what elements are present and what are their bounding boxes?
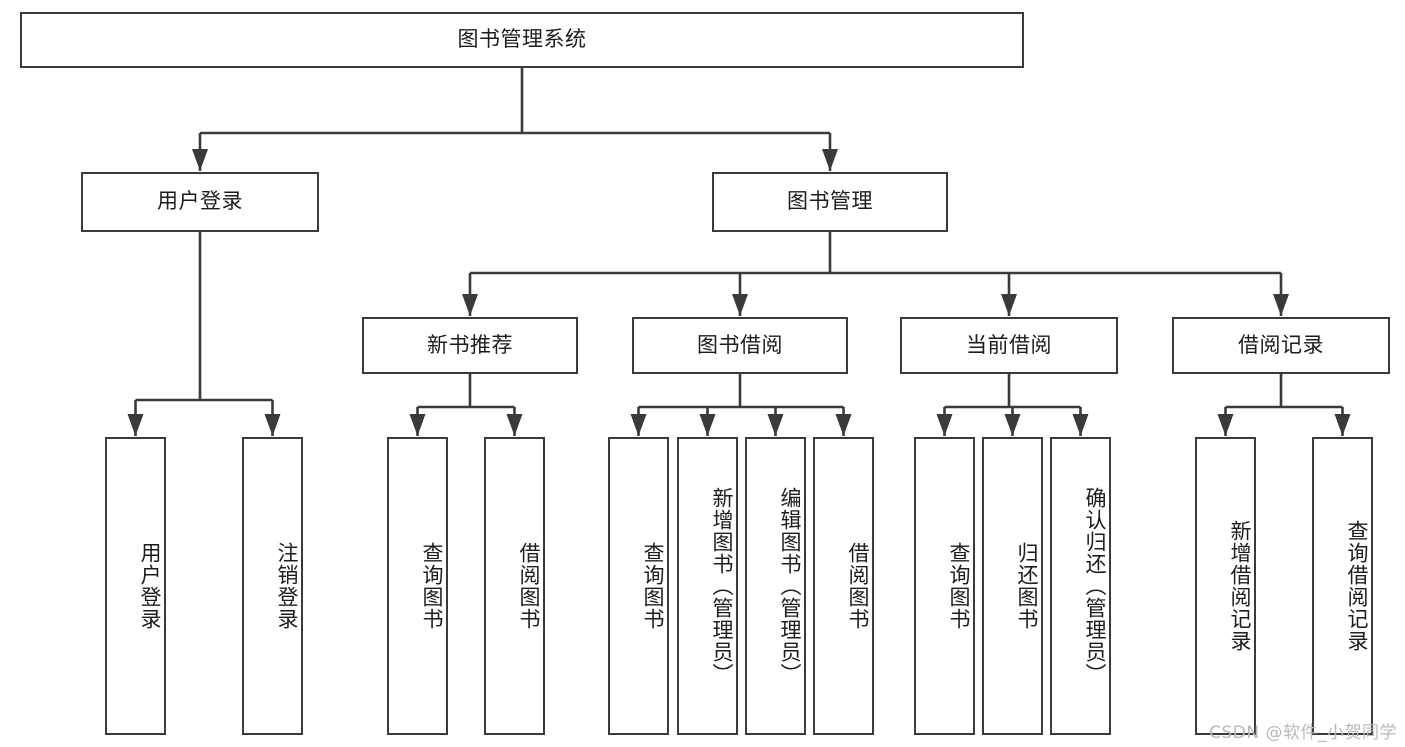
edge-arrowhead <box>630 414 647 436</box>
node-label: 查询借阅记录 <box>1345 520 1369 652</box>
node-leaf-cb-return[interactable]: 归还图书 <box>982 437 1043 735</box>
node-label: 用户登录 <box>138 542 162 630</box>
node-leaf-user-logout[interactable]: 注销登录 <box>242 437 303 735</box>
node-leaf-bb-borrow[interactable]: 借阅图书 <box>813 437 874 735</box>
edge-arrowhead <box>822 149 838 171</box>
node-label: 借阅图书 <box>846 542 870 630</box>
node-leaf-cb-confirm[interactable]: 确认归还（管理员） <box>1050 437 1111 735</box>
node-label: 确认归还（管理员） <box>1083 487 1107 685</box>
node-user-login[interactable]: 用户登录 <box>81 172 319 232</box>
edge-arrowhead <box>409 414 426 436</box>
node-leaf-br-add[interactable]: 新增借阅记录 <box>1195 437 1256 735</box>
node-new-book-rec[interactable]: 新书推荐 <box>362 317 578 374</box>
node-label: 图书管理系统 <box>457 27 587 52</box>
edge-arrowhead <box>1004 414 1021 436</box>
node-label: 借阅图书 <box>517 542 541 630</box>
edge-arrowhead <box>192 149 208 171</box>
edge-arrowhead <box>1001 294 1017 316</box>
node-label: 借阅记录 <box>1238 332 1324 357</box>
node-label: 图书管理 <box>787 189 873 214</box>
node-leaf-rec-borrow[interactable]: 借阅图书 <box>484 437 545 735</box>
node-leaf-cb-query[interactable]: 查询图书 <box>914 437 975 735</box>
node-label: 新增图书（管理员） <box>710 487 734 685</box>
edge-arrowhead <box>699 414 716 436</box>
edge-arrowhead <box>127 414 144 436</box>
node-root[interactable]: 图书管理系统 <box>20 12 1024 68</box>
node-label: 归还图书 <box>1015 542 1039 630</box>
node-leaf-br-query[interactable]: 查询借阅记录 <box>1312 437 1373 735</box>
watermark-label: CSDN @软件_小贺同学 <box>1209 723 1397 743</box>
node-leaf-bb-query[interactable]: 查询图书 <box>608 437 669 735</box>
node-label: 图书借阅 <box>697 332 783 357</box>
node-current-borrow[interactable]: 当前借阅 <box>900 317 1118 374</box>
edge-arrowhead <box>264 414 281 436</box>
node-book-borrow[interactable]: 图书借阅 <box>632 317 848 374</box>
node-label: 查询图书 <box>947 542 971 630</box>
edge-arrowhead <box>767 414 784 436</box>
node-leaf-user-login[interactable]: 用户登录 <box>105 437 166 735</box>
node-book-manage[interactable]: 图书管理 <box>712 172 948 232</box>
node-label: 新增借阅记录 <box>1228 520 1252 652</box>
edge-arrowhead <box>462 294 478 316</box>
node-leaf-rec-query[interactable]: 查询图书 <box>387 437 448 735</box>
node-label: 新书推荐 <box>427 332 513 357</box>
edge-arrowhead <box>732 294 748 316</box>
node-label: 查询图书 <box>420 542 444 630</box>
node-leaf-bb-edit[interactable]: 编辑图书（管理员） <box>745 437 806 735</box>
node-label: 编辑图书（管理员） <box>778 487 802 685</box>
node-label: 用户登录 <box>157 189 243 214</box>
node-label: 当前借阅 <box>966 332 1052 357</box>
node-borrow-record[interactable]: 借阅记录 <box>1172 317 1390 374</box>
edge-arrowhead <box>1334 414 1351 436</box>
edge-arrowhead <box>936 414 953 436</box>
edge-arrowhead <box>1072 414 1089 436</box>
edge-arrowhead <box>1217 414 1234 436</box>
edge-arrowhead <box>1273 294 1289 316</box>
node-leaf-bb-add[interactable]: 新增图书（管理员） <box>677 437 738 735</box>
node-label: 注销登录 <box>275 542 299 630</box>
edge-arrowhead <box>835 414 852 436</box>
edge-arrowhead <box>506 414 523 436</box>
node-label: 查询图书 <box>641 542 665 630</box>
